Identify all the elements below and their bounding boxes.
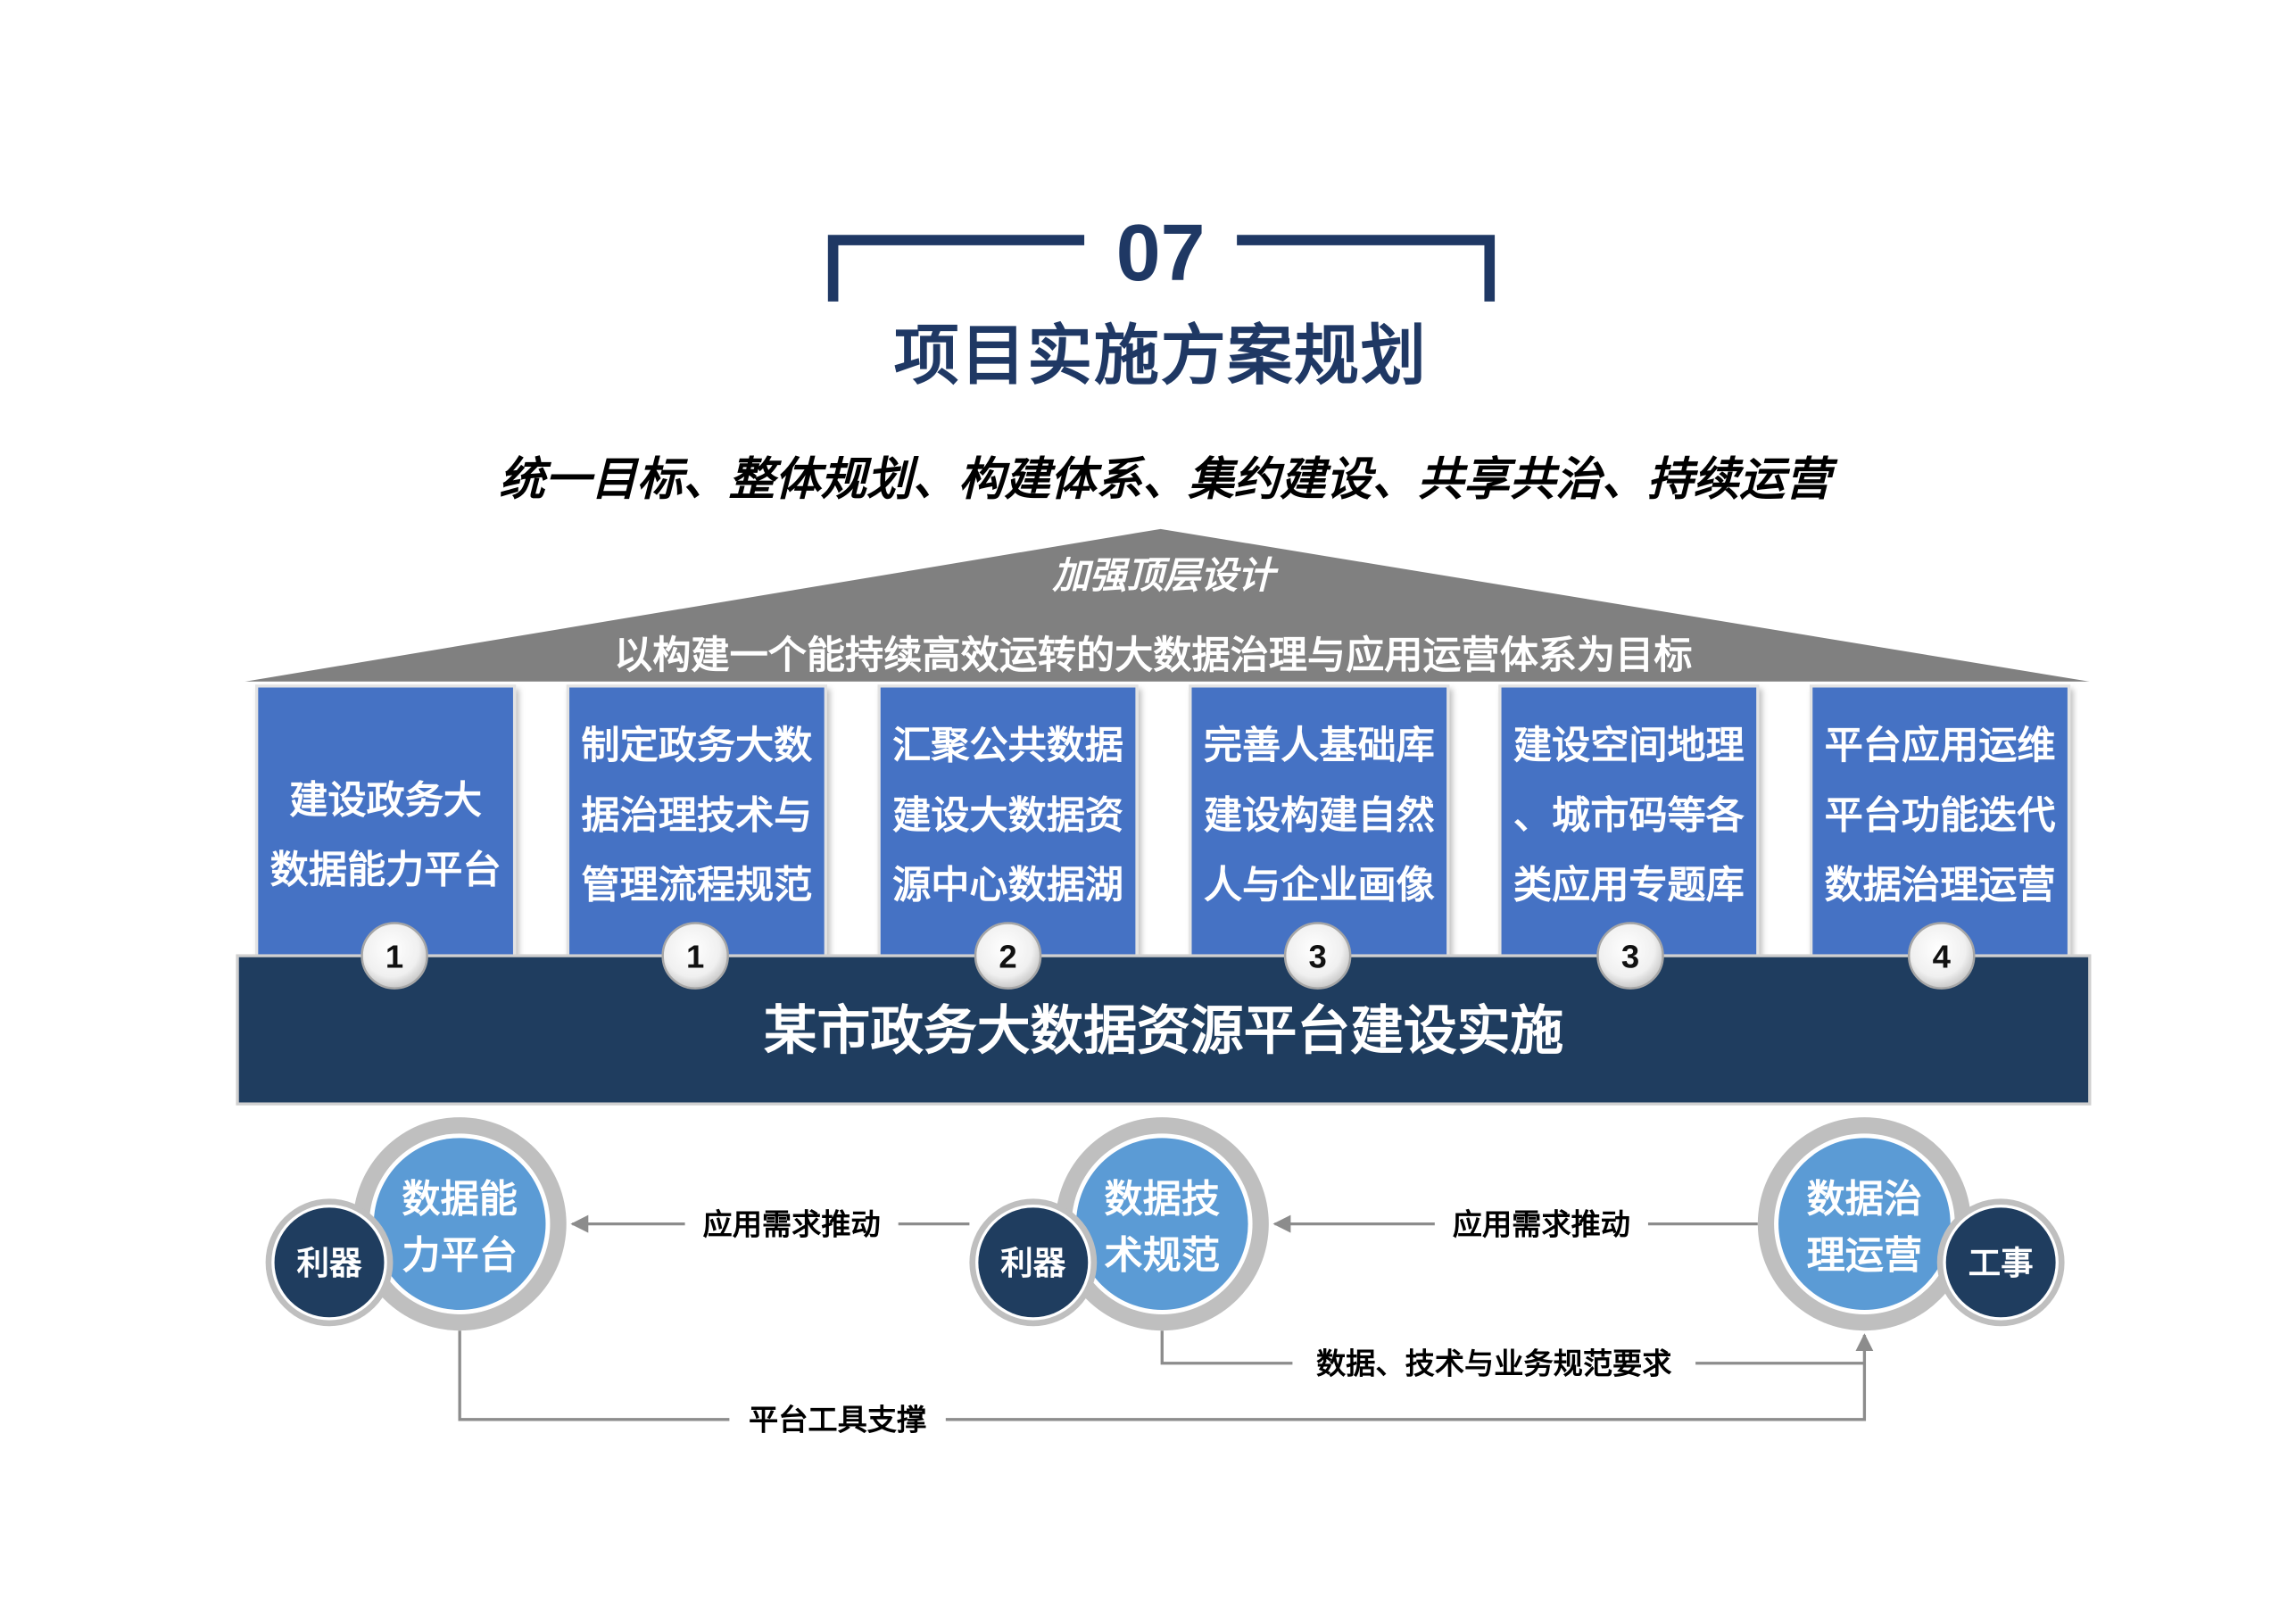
pillar-text-line: 数据治理运营 xyxy=(1825,864,2056,907)
link-label-ops-to-tech: 应用需求推动 xyxy=(1453,1207,1630,1241)
cycle-node-platform: 数据能 力平台 利器 xyxy=(265,1117,567,1331)
node-text-line: 术规范 xyxy=(1105,1234,1220,1277)
pillar-text-line: 建设政务大 xyxy=(289,780,482,823)
pillar-text-line: 制定政务大数 xyxy=(581,725,813,767)
node-disc xyxy=(1075,1138,1248,1310)
pillar-badge-1: 1 xyxy=(361,922,428,990)
link-label-bg xyxy=(729,1398,946,1441)
pillar-text-line: 平台应用运维 xyxy=(1825,725,2056,767)
tag-label: 工事 xyxy=(1969,1245,2034,1281)
node-disc xyxy=(1778,1138,1951,1310)
pillar-text-line: 源中心数据湖 xyxy=(892,864,1123,907)
roof: 加强顶层设计 以构建一个能持续高效运转的大数据治理与应用运营体系为目标 xyxy=(245,528,2090,685)
tag-disc xyxy=(978,1207,1089,1318)
page-title: 项目实施方案规划 xyxy=(894,319,1428,392)
page-subtitle: 统一目标、整体规划、构建体系、集约建设、共享共治、持续运营 xyxy=(499,453,1838,505)
cycle-node-operations: 数据治 理运营 工事 xyxy=(1757,1117,2065,1331)
link-label-platform-to-ops: 平台工具支撑 xyxy=(749,1404,926,1437)
title-bracket-right xyxy=(1237,235,1496,302)
connector-platform-to-ops xyxy=(458,1330,1874,1421)
pillar-text-line: 平台功能迭代 xyxy=(1825,794,2056,837)
pillar-6: 平台应用运维 平台功能迭代 数据治理运营 xyxy=(1809,684,2071,973)
pillar-text-line: 人与企业画像 xyxy=(1204,863,1436,907)
tag-label: 利器 xyxy=(1000,1245,1066,1281)
node-text-line: 数据治 xyxy=(1807,1178,1922,1221)
pillar-text-line: 类应用专题库 xyxy=(1513,864,1745,907)
node-tag: 工事 xyxy=(1936,1198,2065,1327)
pillar-text-line: 管理流程规范 xyxy=(581,864,812,907)
node-text-line: 数据能 xyxy=(402,1178,517,1221)
pillar-text-line: 完善人基础库 xyxy=(1204,725,1435,767)
node-tag: 利器 xyxy=(969,1198,1098,1327)
pillar-1: 建设政务大 数据能力平台 xyxy=(254,684,517,973)
badge-number: 4 xyxy=(1933,938,1952,974)
tag-label: 利器 xyxy=(297,1245,363,1281)
badge-circle xyxy=(661,922,729,990)
badge-number: 1 xyxy=(385,938,403,974)
pillar-badge-3: 2 xyxy=(974,922,1042,990)
roof-label: 加强顶层设计 xyxy=(1051,554,1279,596)
cycle-connectors: 应用需求推动 应用需求推动 数据、技术与业务规范要求 平台工具支撑 xyxy=(458,1203,1874,1441)
pillar-badge-4: 3 xyxy=(1283,922,1352,990)
node-text-line: 理运营 xyxy=(1807,1234,1922,1277)
pillar-text-line: 汇聚公共数据 xyxy=(892,725,1123,767)
pillar-text-line: 建设空间地理 xyxy=(1513,725,1745,767)
pillar-badges: 1 1 2 3 3 4 xyxy=(361,922,1976,990)
node-tag: 利器 xyxy=(265,1198,394,1327)
foundation-bar xyxy=(236,954,2092,1106)
link-label-bg xyxy=(684,1203,899,1245)
cycle-nodes: 数据能 力平台 利器 数据技 术规范 利器 xyxy=(265,1117,2065,1331)
link-label-tech-to-platform: 应用需求推动 xyxy=(703,1207,881,1241)
foundation-label: 某市政务大数据资源平台建设实施 xyxy=(764,1001,1563,1061)
pillar-text-line: 建设大数据资 xyxy=(892,794,1123,837)
roof-triangle xyxy=(245,528,2090,682)
link-label-tech-to-ops: 数据、技术与业务规范要求 xyxy=(1316,1347,1672,1380)
node-text-line: 数据技 xyxy=(1105,1178,1220,1221)
badge-circle xyxy=(1907,922,1976,990)
badge-number: 3 xyxy=(1621,938,1639,974)
pillar-text-line: 建设构建自然 xyxy=(1204,794,1435,837)
pillar-badge-6: 4 xyxy=(1907,922,1976,990)
pillar-text-line: 据治理技术与 xyxy=(581,794,812,837)
header: 07 项目实施方案规划 统一目标、整体规划、构建体系、集约建设、共享共治、持续运… xyxy=(499,209,1838,505)
pillar-badge-5: 3 xyxy=(1596,922,1664,990)
cycle-node-tech-spec: 数据技 术规范 利器 xyxy=(969,1117,1269,1331)
badge-number: 1 xyxy=(686,938,704,974)
section-number: 07 xyxy=(1116,209,1206,298)
tag-disc xyxy=(1945,1207,2056,1318)
pillar-badge-2: 1 xyxy=(661,922,729,990)
tag-disc xyxy=(274,1207,385,1318)
badge-circle xyxy=(361,922,428,990)
pillar-box xyxy=(254,684,517,973)
pillar-2: 制定政务大数 据治理技术与 管理流程规范 xyxy=(566,684,827,973)
badge-circle xyxy=(1596,922,1664,990)
badge-circle xyxy=(1283,922,1352,990)
pillar-text-line: 数据能力平台 xyxy=(270,849,501,892)
link-label-bg xyxy=(1292,1342,1696,1384)
node-disc xyxy=(373,1138,546,1310)
pillar-text-line: 、城市码等各 xyxy=(1513,794,1745,837)
foundation: 某市政务大数据资源平台建设实施 xyxy=(236,954,2092,1106)
badge-number: 3 xyxy=(1308,938,1326,974)
badge-circle xyxy=(974,922,1042,990)
link-label-bg xyxy=(1434,1203,1648,1245)
roof-goal: 以构建一个能持续高效运转的大数据治理与应用运营体系为目标 xyxy=(614,634,1692,677)
pillars: 建设政务大 数据能力平台 制定政务大数 据治理技术与 管理流程规范 汇聚公共数据… xyxy=(254,684,2071,973)
node-text-line: 力平台 xyxy=(402,1234,517,1277)
badge-number: 2 xyxy=(999,938,1016,974)
title-bracket-left xyxy=(827,235,1085,302)
